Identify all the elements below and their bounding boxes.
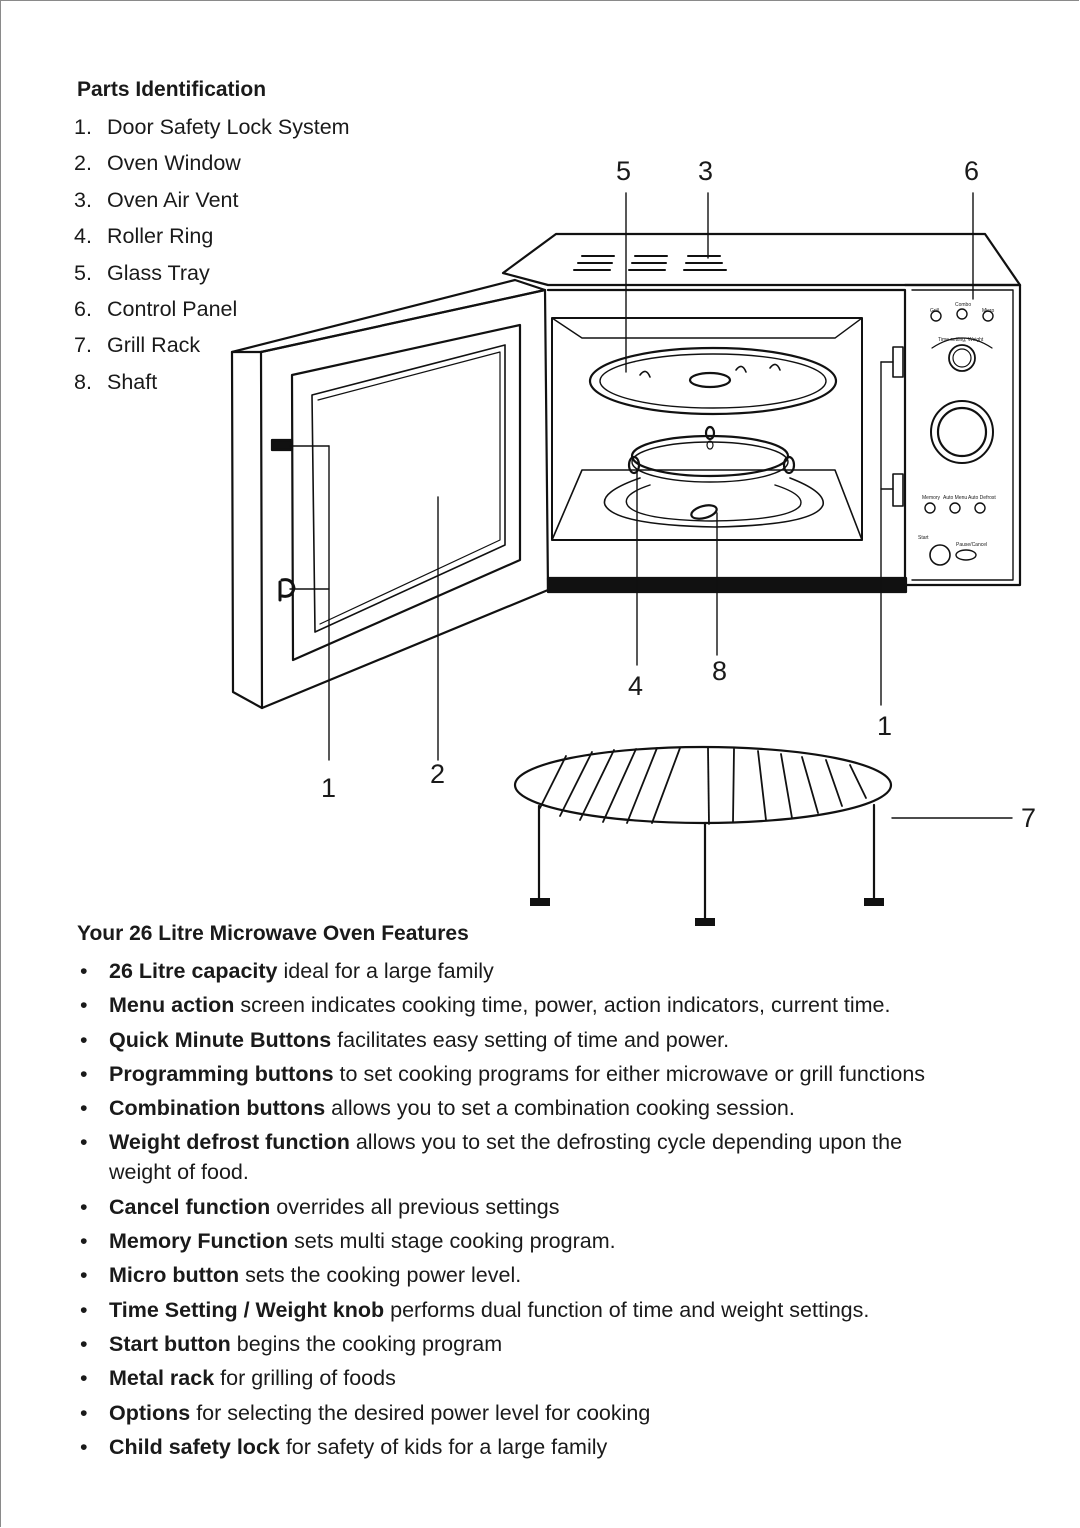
feature-item: Time Setting / Weight knob performs dual…: [80, 1295, 1020, 1325]
part-label: Control Panel: [107, 296, 238, 321]
feature-name: Options: [109, 1400, 191, 1425]
feature-name: Quick Minute Buttons: [109, 1027, 332, 1052]
feature-item: Memory Function sets multi stage cooking…: [80, 1226, 1020, 1256]
feature-description: sets the cooking power level.: [239, 1263, 522, 1288]
feature-description: allows you to set the defrosting cycle d…: [109, 1130, 903, 1185]
part-label: Shaft: [107, 369, 158, 394]
feature-name: Time Setting / Weight knob: [109, 1297, 385, 1322]
feature-item: Options for selecting the desired power …: [80, 1398, 1020, 1428]
feature-item: Combination buttons allows you to set a …: [80, 1093, 1020, 1123]
feature-item: Child safety lock for safety of kids for…: [80, 1432, 1020, 1462]
parts-list-item: 4. Roller Ring: [74, 221, 350, 257]
part-number: 4.: [74, 224, 92, 249]
feature-description: allows you to set a combination cooking …: [325, 1096, 795, 1121]
feature-item: Programming buttons to set cooking progr…: [80, 1059, 1020, 1089]
feature-description: overrides all previous settings: [270, 1194, 560, 1219]
features-title: Your 26 Litre Microwave Oven Features: [77, 922, 469, 945]
feature-item: Menu action screen indicates cooking tim…: [80, 990, 1020, 1020]
part-number: 7.: [74, 333, 92, 358]
feature-name: Memory Function: [109, 1229, 289, 1254]
parts-list-item: 8. Shaft: [74, 367, 350, 403]
feature-item: Quick Minute Buttons facilitates easy se…: [80, 1025, 1020, 1055]
feature-description: ideal for a large family: [277, 959, 494, 983]
part-number: 5.: [74, 260, 92, 285]
feature-name: Metal rack: [109, 1366, 215, 1391]
parts-list-item: 5. Glass Tray: [74, 258, 350, 294]
parts-list-item: 1. Door Safety Lock System: [74, 112, 350, 148]
feature-description: screen indicates cooking time, power, ac…: [234, 993, 891, 1018]
feature-name: Child safety lock: [109, 1434, 280, 1459]
feature-description: for grilling of foods: [214, 1366, 396, 1391]
part-number: 6.: [74, 296, 92, 321]
features-list: 26 Litre capacity ideal for a large fami…: [80, 956, 1020, 1466]
part-label: Glass Tray: [107, 260, 210, 285]
feature-description: sets multi stage cooking program.: [288, 1229, 616, 1254]
feature-description: to set cooking programs for either micro…: [333, 1061, 926, 1086]
feature-item: Micro button sets the cooking power leve…: [80, 1260, 1020, 1290]
parts-list-item: 2. Oven Window: [74, 148, 350, 184]
feature-item: 26 Litre capacity ideal for a large fami…: [80, 956, 1020, 986]
feature-name: Micro button: [109, 1263, 240, 1288]
parts-list-item: 3. Oven Air Vent: [74, 185, 350, 221]
part-label: Roller Ring: [107, 224, 214, 249]
feature-name: Start button: [109, 1331, 231, 1356]
part-number: 8.: [74, 369, 92, 394]
feature-name: 26 Litre capacity: [109, 959, 278, 983]
parts-list-item: 6. Control Panel: [74, 294, 350, 330]
parts-list: 1.Door Safety Lock System 2.Oven Window …: [74, 112, 350, 403]
feature-name: Menu action: [109, 993, 235, 1018]
part-label: Grill Rack: [107, 333, 201, 358]
feature-description: for selecting the desired power level fo…: [190, 1400, 651, 1425]
part-label: Door Safety Lock System: [107, 115, 350, 139]
feature-name: Combination buttons: [109, 1096, 326, 1121]
feature-description: for safety of kids for a large family: [279, 1434, 608, 1459]
feature-name: Programming buttons: [109, 1061, 334, 1086]
part-label: Oven Window: [107, 151, 241, 176]
parts-title: Parts Identification: [77, 78, 267, 101]
feature-description: begins the cooking program: [230, 1331, 503, 1356]
part-number: 1.: [74, 115, 92, 139]
feature-description: performs dual function of time and weigh…: [384, 1297, 870, 1322]
feature-item: Metal rack for grilling of foods: [80, 1363, 1020, 1393]
part-number: 3.: [74, 187, 92, 212]
parts-list-item: 7. Grill Rack: [74, 330, 350, 366]
part-label: Oven Air Vent: [107, 187, 239, 212]
part-number: 2.: [74, 151, 92, 176]
feature-description: facilitates easy setting of time and pow…: [331, 1027, 730, 1052]
feature-item: Start button begins the cooking program: [80, 1329, 1020, 1359]
feature-name: Cancel function: [109, 1194, 271, 1219]
feature-item: Weight defrost function allows you to se…: [80, 1127, 909, 1187]
feature-item: Cancel function overrides all previous s…: [80, 1192, 1020, 1222]
feature-name: Weight defrost function: [109, 1130, 350, 1155]
